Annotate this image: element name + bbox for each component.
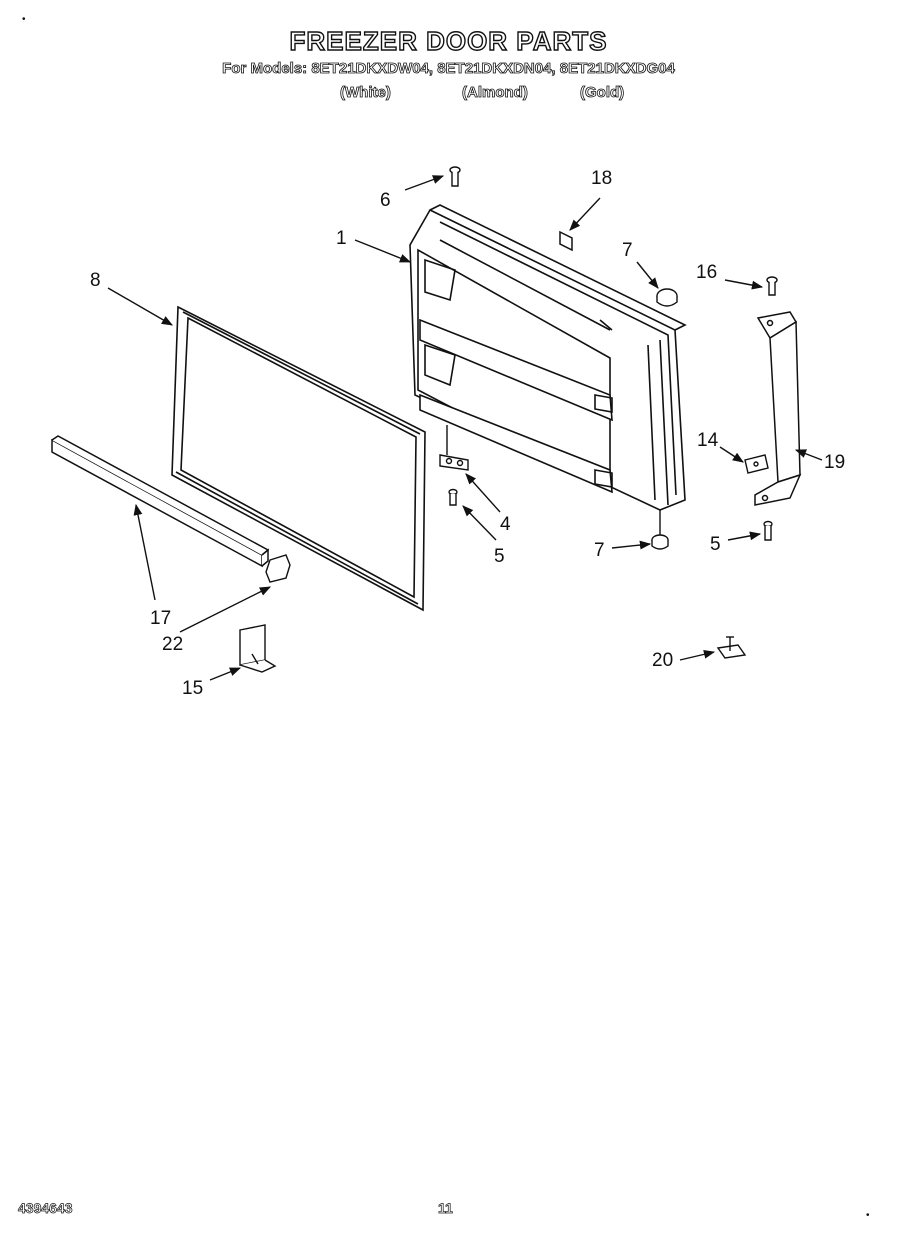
handle-screw: [766, 276, 778, 296]
screw-left: [448, 488, 458, 506]
callout-5-right: 5: [710, 534, 721, 555]
callout-7-bottom: 7: [594, 540, 605, 561]
models-line: For Models: 8ET21DKXDW04, 8ET21DKXDN04, …: [222, 60, 675, 78]
page-title: FREEZER DOOR PARTS: [289, 25, 608, 56]
corner-mark-bottom: •: [866, 1210, 870, 1221]
corner-mark-top: •: [22, 14, 26, 25]
callout-1: 1: [336, 228, 347, 249]
callout-5-left: 5: [494, 546, 505, 567]
screw-top: [449, 166, 461, 187]
callout-18: 18: [591, 168, 612, 189]
leader-lines: [107, 175, 823, 681]
callout-17: 17: [150, 608, 171, 629]
door-inner-panel: [409, 204, 687, 511]
callout-19: 19: [824, 452, 845, 473]
color-white: (White): [340, 84, 392, 102]
screw-right: [763, 520, 773, 541]
callout-15: 15: [182, 678, 203, 699]
callout-6: 6: [380, 190, 391, 211]
callout-22: 22: [162, 634, 183, 655]
trim-strip: [51, 435, 270, 568]
callout-7-top: 7: [622, 240, 633, 261]
label-part: [559, 230, 573, 252]
plug-bottom: [651, 510, 669, 550]
document-number: 4394643: [18, 1200, 73, 1217]
door-handle: [754, 311, 802, 506]
color-almond: (Almond): [462, 84, 529, 102]
color-gold: (Gold): [580, 84, 625, 102]
door-bracket: [239, 624, 277, 673]
door-gasket: [171, 305, 426, 612]
callout-20: 20: [652, 650, 673, 671]
end-clip: [265, 554, 291, 583]
callout-16: 16: [696, 262, 717, 283]
page-number: 11: [438, 1200, 454, 1217]
hinge-bracket: [439, 425, 469, 471]
plug-top: [656, 288, 678, 307]
callout-14: 14: [697, 430, 719, 451]
tack-part: [716, 636, 747, 659]
handle-spacer: [744, 454, 769, 474]
callout-8: 8: [90, 270, 101, 291]
callout-4: 4: [500, 514, 511, 535]
